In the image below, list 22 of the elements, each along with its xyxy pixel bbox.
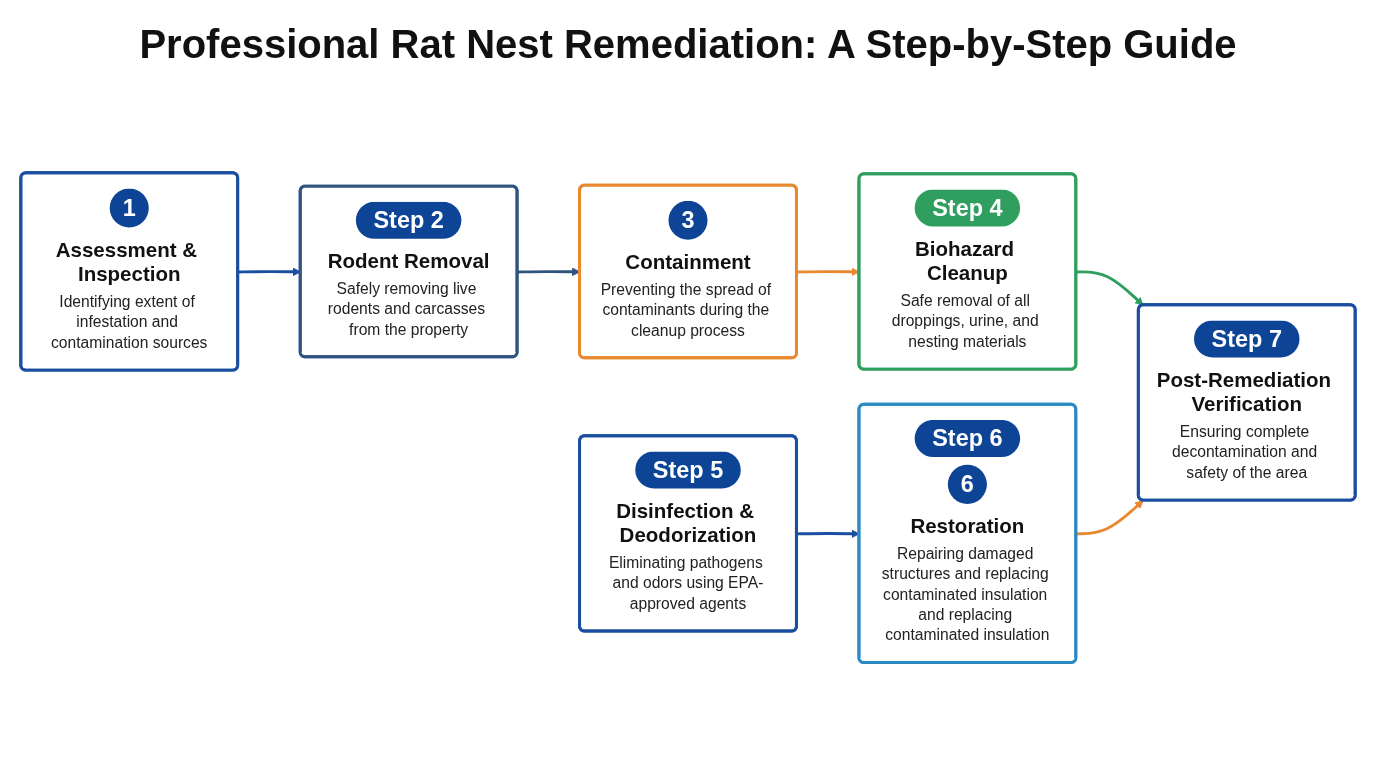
step-description: Eliminating pathogens and odors using EPA-approved agents (607, 553, 765, 614)
step-description: Safe removal of all droppings, urine, and nesting materials (890, 291, 1040, 352)
step-badge: Step 6 (914, 420, 1021, 458)
step-heading: Disinfection & Deodorization (615, 498, 758, 548)
arrow (1076, 500, 1144, 536)
step-description: Preventing the spread of contaminants during the cleanup process (599, 280, 772, 341)
step-heading: Assessment & Inspection (54, 237, 199, 287)
step-badge: Step 2 (355, 202, 462, 240)
step-heading: Rodent Removal (327, 248, 490, 274)
step-description: Ensuring complete decontamination and safety of the area (1171, 422, 1319, 483)
step-description: Repairing damaged structures and replacing contaminated insulation and replacing contaminated insulation (880, 544, 1051, 646)
arrow (1076, 270, 1144, 306)
title: Professional Rat Nest Remediation: A Step-by-Step Guide (139, 22, 1237, 66)
step-heading: Biohazard Cleanup (913, 236, 1016, 286)
step-badge: Step 5 (635, 451, 741, 489)
step-badge: Step 4 (914, 189, 1021, 227)
step-badge: Step 7 (1194, 320, 1300, 358)
step-heading: Containment (625, 249, 751, 275)
step-heading: Restoration (910, 514, 1025, 539)
step-heading: Post-Remediation Verification (1155, 367, 1333, 417)
step-description: Identifying extent of infestation and contamination sources (50, 292, 209, 353)
step-description: Safely removing live rodents and carcasses from the property (326, 279, 487, 340)
